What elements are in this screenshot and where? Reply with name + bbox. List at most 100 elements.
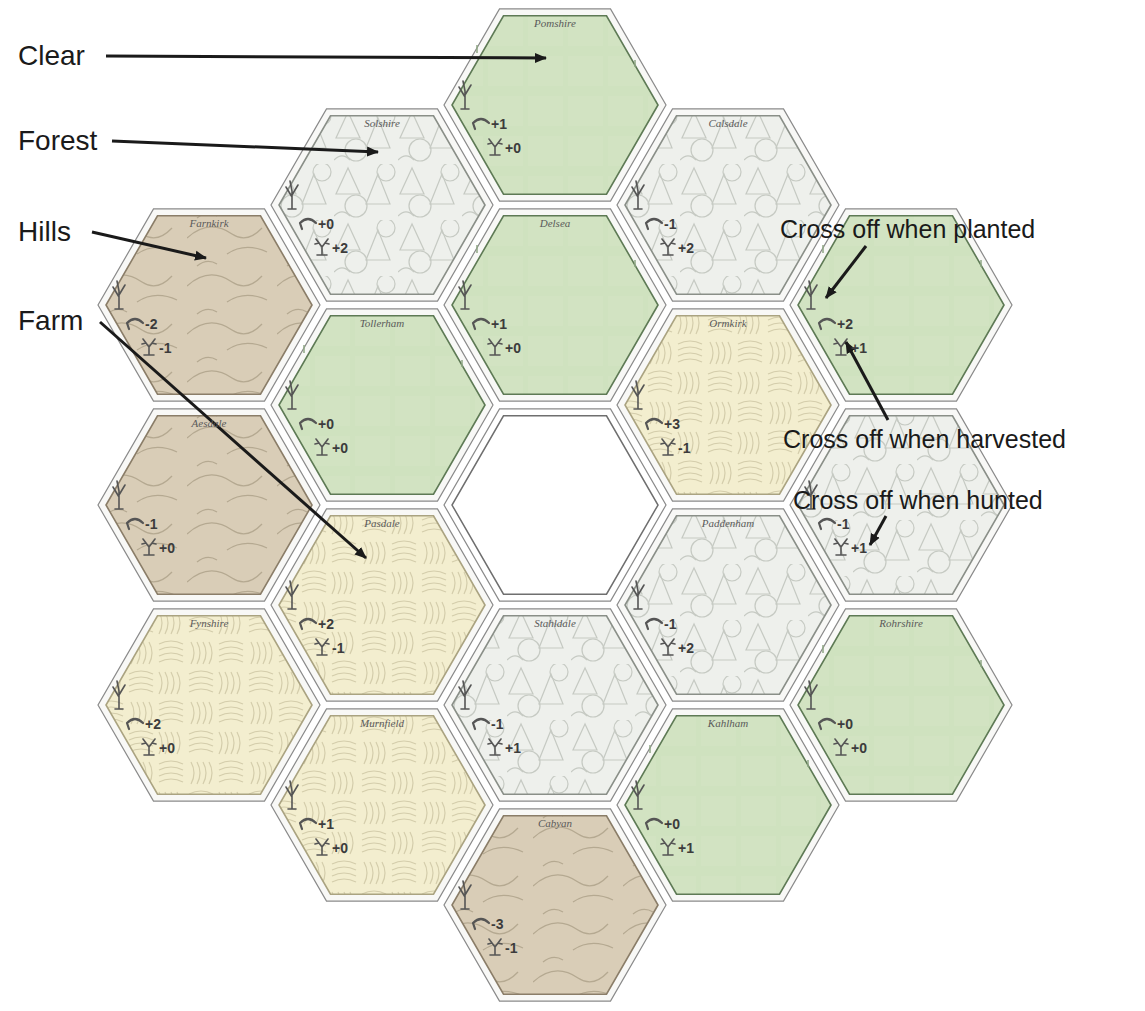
leader-line xyxy=(846,342,888,420)
deer-icon xyxy=(834,539,848,555)
hex-name: Kahlham xyxy=(616,717,840,729)
hex-name: Cabyan xyxy=(443,817,667,829)
terrain-fill xyxy=(279,716,485,894)
hex-name: Aesdale xyxy=(97,417,321,429)
sickle-icon xyxy=(646,219,662,229)
hex-outline xyxy=(270,508,494,702)
action-callout: Cross off when harvested xyxy=(783,425,1066,454)
hex-region: Stahldale-1+1 xyxy=(443,608,667,802)
harvest-modifier: -1 xyxy=(837,516,849,532)
terrain-fill xyxy=(452,216,658,394)
hex-border xyxy=(98,609,320,801)
hex-name: Calsdale xyxy=(616,117,840,129)
hex-border xyxy=(790,609,1012,801)
deer-icon xyxy=(142,739,156,755)
grass-tick xyxy=(980,660,982,667)
grass-tick xyxy=(303,345,305,353)
hunt-modifier: -1 xyxy=(505,940,517,956)
sickle-icon xyxy=(646,619,662,629)
harvest-modifier: -3 xyxy=(491,916,503,932)
hex-border xyxy=(444,9,666,201)
hex-region: Pasdale+2-1 xyxy=(270,508,494,702)
hex-region: Solshire +0 +2 xyxy=(270,108,494,302)
sickle-icon xyxy=(127,319,143,329)
sickle-icon xyxy=(646,419,662,429)
hex-outline xyxy=(443,608,667,802)
hunt-modifier: +1 xyxy=(851,540,867,556)
hex-border xyxy=(617,309,839,501)
tree-icon xyxy=(113,681,125,709)
deer-icon xyxy=(661,839,675,855)
hunt-modifier: +0 xyxy=(159,740,175,756)
hunt-modifier: +1 xyxy=(505,740,521,756)
tree-icon xyxy=(113,481,125,509)
hex-outline xyxy=(270,308,494,502)
deer-icon xyxy=(661,639,675,655)
tree-icon xyxy=(459,81,471,109)
hex-border xyxy=(271,309,493,501)
harvest-modifier: -1 xyxy=(145,516,157,532)
harvest-modifier: -1 xyxy=(664,616,676,632)
deer-icon xyxy=(661,439,675,455)
tree-icon xyxy=(286,181,298,209)
harvest-modifier: +0 xyxy=(318,216,334,232)
hunt-modifier: +2 xyxy=(678,240,694,256)
hex-name: Solshire xyxy=(270,117,494,129)
harvest-modifier: +2 xyxy=(837,316,853,332)
harvest-modifier: +1 xyxy=(491,116,507,132)
terrain-fill xyxy=(625,516,831,694)
sickle-icon xyxy=(127,719,143,729)
deer-icon xyxy=(315,239,329,255)
terrain-fill xyxy=(625,316,831,494)
harvest-modifier: +0 xyxy=(318,416,334,432)
hex-name: Stahldale xyxy=(443,617,667,629)
terrain-callout: Farm xyxy=(18,305,83,337)
hex-region: Murnfield+1+0 xyxy=(270,708,494,902)
tree-icon xyxy=(632,581,644,609)
grass-tick xyxy=(476,45,478,53)
grass-tick xyxy=(649,745,651,753)
deer-icon xyxy=(488,739,502,755)
terrain-fill xyxy=(279,516,485,694)
hex-outline xyxy=(270,108,494,302)
hex-outline xyxy=(789,608,1013,802)
harvest-modifier: +0 xyxy=(664,816,680,832)
hex-outline xyxy=(97,208,321,402)
hex-outline xyxy=(270,708,494,902)
hex-name: Delsea xyxy=(443,217,667,229)
hex-name: Fynshire xyxy=(97,617,321,629)
sickle-icon xyxy=(300,419,316,429)
tree-icon xyxy=(805,281,817,309)
harvest-modifier: -2 xyxy=(145,316,157,332)
hunt-modifier: -1 xyxy=(159,340,171,356)
deer-icon xyxy=(488,939,502,955)
sickle-icon xyxy=(819,519,835,529)
deer-icon xyxy=(488,139,502,155)
hex-border xyxy=(444,609,666,801)
action-callout: Cross off when planted xyxy=(780,215,1035,244)
grass-tick xyxy=(476,245,478,253)
terrain-fill xyxy=(625,116,831,294)
hex-name: Pasdale xyxy=(270,517,494,529)
hunt-modifier: +2 xyxy=(332,240,348,256)
grass-tick xyxy=(822,645,824,653)
tree-icon xyxy=(286,381,298,409)
grass-tick xyxy=(634,60,636,67)
hex-region: Kahlham +0 +1 xyxy=(616,708,840,902)
harvest-modifier: +0 xyxy=(837,716,853,732)
tree-icon xyxy=(632,181,644,209)
hunt-modifier: +1 xyxy=(678,840,694,856)
hunt-modifier: +1 xyxy=(851,340,867,356)
sickle-icon xyxy=(819,719,835,729)
terrain-callout: Clear xyxy=(18,40,85,72)
hex-region: Calsdale-1+2 xyxy=(616,108,840,302)
deer-icon xyxy=(142,539,156,555)
deer-icon xyxy=(315,439,329,455)
terrain-fill xyxy=(106,616,312,794)
hex-outline xyxy=(443,808,667,1002)
grass-tick xyxy=(980,260,982,267)
harvest-modifier: +2 xyxy=(145,716,161,732)
hex-outline xyxy=(616,108,840,302)
hex-name: Tollerham xyxy=(270,317,494,329)
hex-border xyxy=(271,109,493,301)
